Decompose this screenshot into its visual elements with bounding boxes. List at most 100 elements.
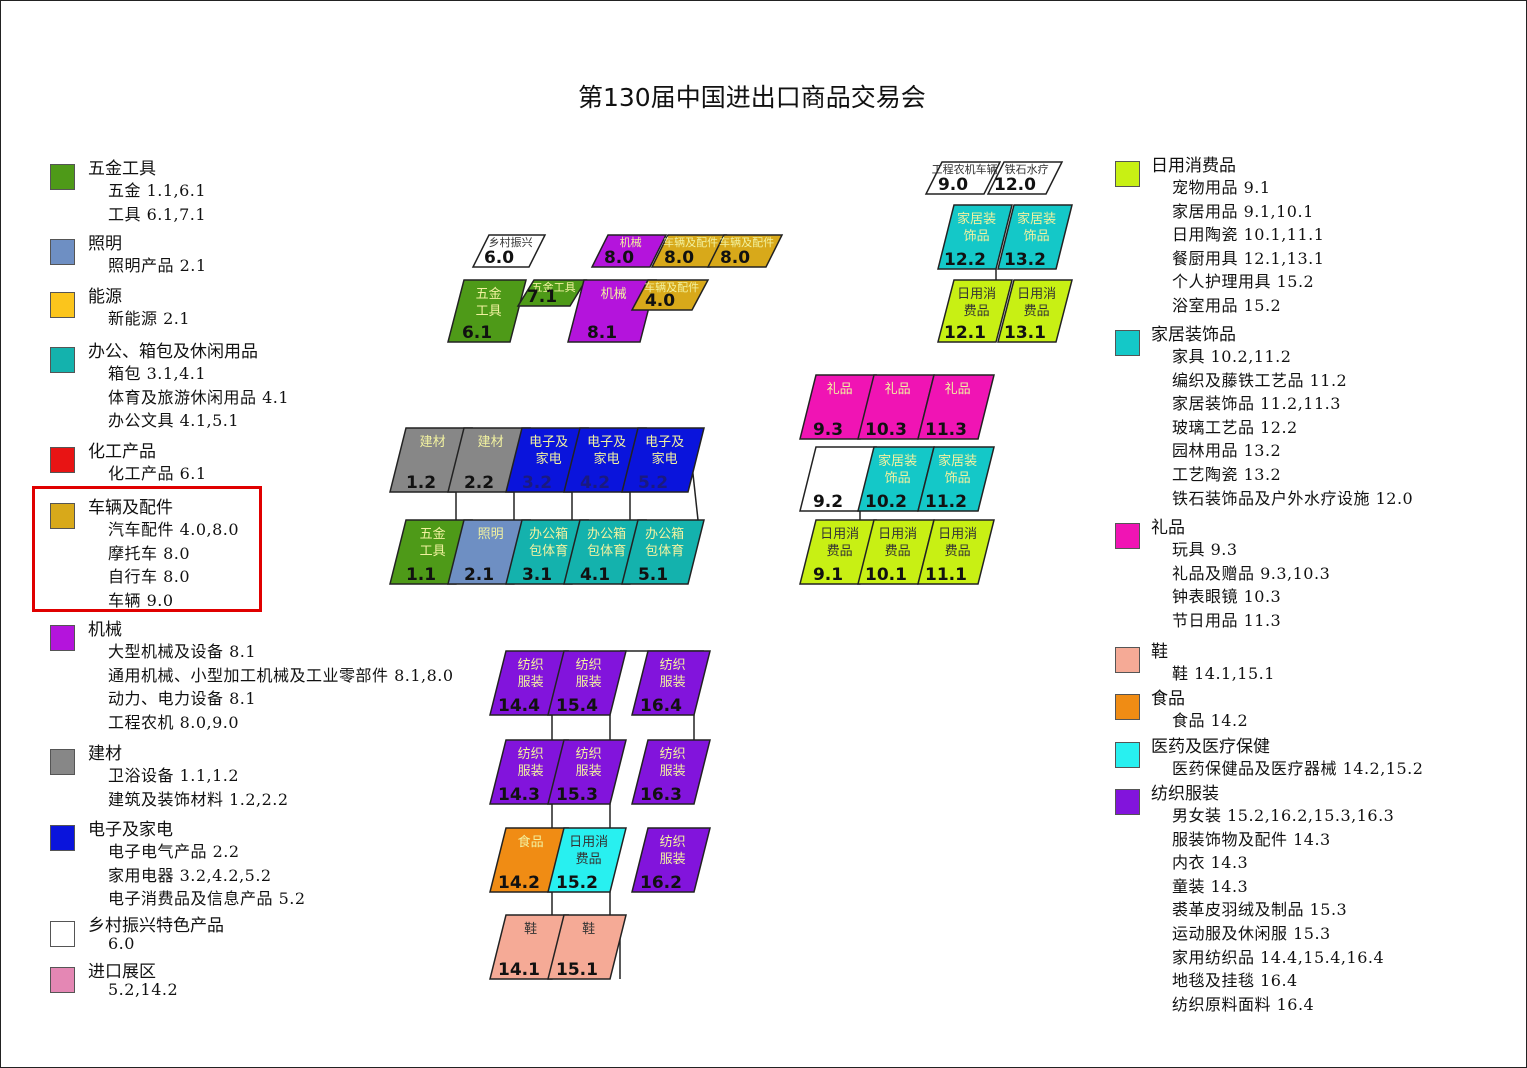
hall-label: 电子及: [529, 435, 568, 450]
hall-label: 家电: [652, 451, 678, 467]
hall-label: 礼品: [885, 381, 911, 397]
legend-item: 个人护理用具 15.2: [1172, 272, 1315, 292]
hall-label: 纺织: [518, 747, 544, 762]
legend-item: 浴室用品 15.2: [1172, 296, 1282, 315]
hall-number: 4.0: [645, 291, 675, 311]
legend-swatch: [1115, 742, 1140, 768]
hall-block[interactable]: 机械8.0: [590, 234, 668, 268]
legend-item: 家用纺织品 14.4,15.4,16.4: [1172, 947, 1385, 967]
hall-shape: [937, 279, 1013, 343]
hall-number: 8.0: [664, 248, 694, 268]
hall-number: 2.2: [464, 473, 494, 493]
legend-item: 钟表眼镜 10.3: [1172, 587, 1282, 607]
hall-number: 13.1: [1004, 323, 1046, 343]
hall-label: 日用消: [938, 527, 977, 542]
legend-item: 化工产品 6.1: [108, 464, 207, 483]
legend-swatch: [1115, 647, 1140, 673]
hall-number: 6.1: [462, 323, 492, 343]
hall-label: 饰品: [964, 229, 990, 244]
hall-label: 服装: [518, 764, 544, 779]
hall-number: 5.1: [638, 565, 668, 585]
hall-label: 费品: [945, 544, 971, 559]
hall-shape: [917, 519, 995, 585]
hall-block[interactable]: 机械8.1: [567, 279, 657, 343]
legend-category: 车辆及配件: [88, 498, 173, 518]
hall-block[interactable]: 纺织服装 14.3: [489, 739, 569, 805]
legend-item: 6.0: [108, 934, 135, 953]
legend-item: 园林用品 13.2: [1172, 441, 1282, 461]
legend-item: 日用陶瓷 10.1,11.1: [1172, 225, 1325, 245]
hall-number: 14.3: [498, 785, 540, 805]
hall-label: 照明: [478, 527, 504, 542]
legend-item: 五金 1.1,6.1: [108, 181, 207, 200]
hall-shape: [937, 204, 1013, 270]
hall-label: 办公箱: [587, 526, 626, 542]
hall-number: 8.1: [587, 323, 617, 343]
hall-number: 1.1: [406, 565, 436, 585]
hall-label: 纺织: [660, 658, 686, 673]
legend-swatch: [1115, 694, 1140, 720]
hall-label: 车辆及配件: [644, 280, 699, 294]
hall-label: 机械: [620, 235, 642, 249]
hall-label: 五金: [420, 526, 446, 542]
legend-item: 5.2,14.2: [108, 980, 179, 999]
hall-number: 5.2: [638, 473, 668, 493]
legend-item: 地毯及挂毯 16.4: [1172, 971, 1298, 991]
hall-number: 10.2: [865, 492, 907, 512]
hall-label: 费品: [827, 544, 853, 559]
hall-label: 包体育: [529, 543, 568, 559]
hall-shape: [547, 914, 627, 980]
legend-swatch: [1115, 330, 1140, 356]
legend-category: 纺织服装: [1151, 784, 1219, 804]
legend-item: 新能源 2.1: [108, 309, 191, 328]
hall-shape: [997, 279, 1073, 343]
hall-label: 日用消: [1017, 287, 1056, 302]
legend-swatch: [50, 292, 75, 318]
hall-label: 日用消: [569, 835, 608, 850]
legend-item: 照明产品 2.1: [108, 256, 207, 275]
hall-block[interactable]: 鞋15.1: [547, 914, 627, 980]
hall-block[interactable]: 鞋14.1: [489, 914, 569, 980]
legend-item: 工具 6.1,7.1: [108, 204, 207, 224]
legend-swatch: [50, 164, 75, 190]
hall-label: 礼品: [945, 381, 971, 397]
hall-label: 五金: [476, 286, 502, 302]
hall-number: 12.0: [994, 175, 1036, 195]
legend-swatch: [50, 967, 75, 993]
legend-swatch: [50, 447, 75, 473]
hall-number: 14.4: [498, 696, 540, 716]
hall-number: 4.1: [580, 565, 610, 585]
hall-block[interactable]: 礼品9.3: [799, 374, 877, 440]
legend-item: 编织及藤铁工艺品 11.2: [1172, 370, 1348, 390]
legend-item: 大型机械及设备 8.1: [108, 642, 257, 661]
